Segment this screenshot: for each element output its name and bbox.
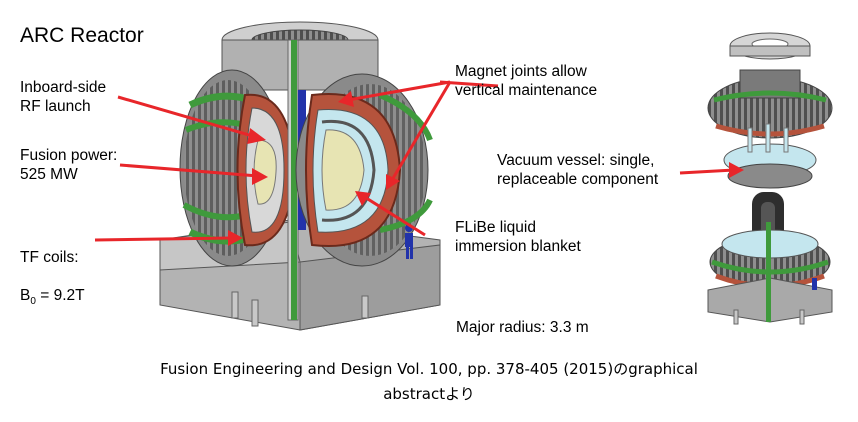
caption-line-1: Fusion Engineering and Design Vol. 100, … (160, 360, 698, 378)
label-inboard-rf: Inboard-side RF launch (20, 79, 107, 115)
tf-coils-b: B (20, 287, 31, 304)
arrow-magnet-joint-2 (390, 81, 452, 181)
annotation-arrows (94, 80, 744, 246)
label-flibe: FLiBe liquid immersion blanket (455, 219, 581, 255)
arrow-magnet-joint-1 (347, 80, 451, 102)
main-reactor (159, 21, 441, 331)
label-magnet-joints: Magnet joints allow vertical maintenance (455, 63, 598, 99)
arrow-tf-coils (94, 236, 233, 242)
label-vacuum-vessel: Vacuum vessel: single, replaceable compo… (497, 152, 659, 188)
label-fusion-power: Fusion power: 525 MW (20, 147, 118, 183)
arrow-fusion-power (119, 163, 259, 178)
tf-coils-sub: 0 (30, 296, 36, 308)
exploded-view (707, 32, 833, 325)
person-figure (405, 224, 413, 259)
tf-coils-value: = 9.2T (35, 287, 85, 304)
tf-coils-line1: TF coils: (20, 249, 79, 266)
label-major-radius: Major radius: 3.3 m (456, 319, 589, 336)
arrow-flibe (362, 194, 426, 237)
arrow-magnet-joint-3 (439, 80, 499, 88)
label-tf-coils: TF coils: B0 = 9.2T (20, 229, 85, 311)
arrow-inboard-rf (117, 95, 257, 139)
diagram-title: ARC Reactor (20, 24, 144, 47)
caption-line-2: abstractより (383, 385, 475, 403)
arrow-vacuum-vessel (679, 168, 735, 175)
